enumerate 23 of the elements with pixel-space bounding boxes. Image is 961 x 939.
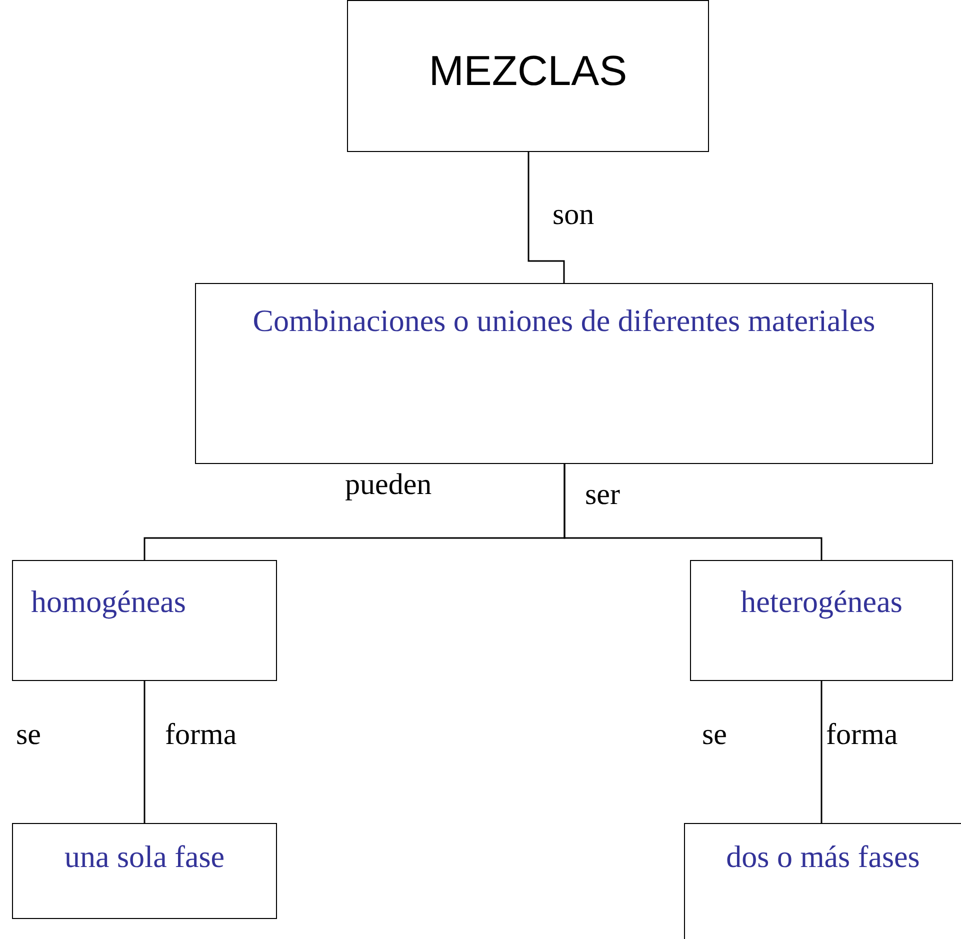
concept-box: [195, 283, 933, 464]
edge-label: son: [552, 198, 594, 232]
title-box: [347, 0, 709, 152]
concept-box: [12, 560, 277, 681]
node-text: Combinaciones o uniones de diferentes materiales: [252, 302, 876, 340]
connector-text: pueden: [345, 468, 432, 502]
connector-line: [144, 681, 146, 823]
node-text: dos o más fases: [726, 838, 920, 876]
connector-text: se: [702, 718, 727, 752]
connector-line: [564, 464, 822, 560]
connector-line: [820, 681, 822, 823]
concept-box: [12, 823, 277, 919]
connector-line: [528, 152, 565, 283]
connector-text: se: [16, 718, 41, 752]
connector-text: ser: [585, 478, 620, 512]
node-text: homogéneas: [31, 583, 186, 621]
node-text: MEZCLAS: [428, 46, 628, 96]
node-text: heterogéneas: [740, 583, 902, 621]
node-text: una sola fase: [64, 838, 225, 876]
concept-box: [690, 560, 953, 681]
connector-text: forma: [165, 718, 237, 752]
connector-text: forma: [826, 718, 898, 752]
concept-box: [684, 823, 961, 939]
